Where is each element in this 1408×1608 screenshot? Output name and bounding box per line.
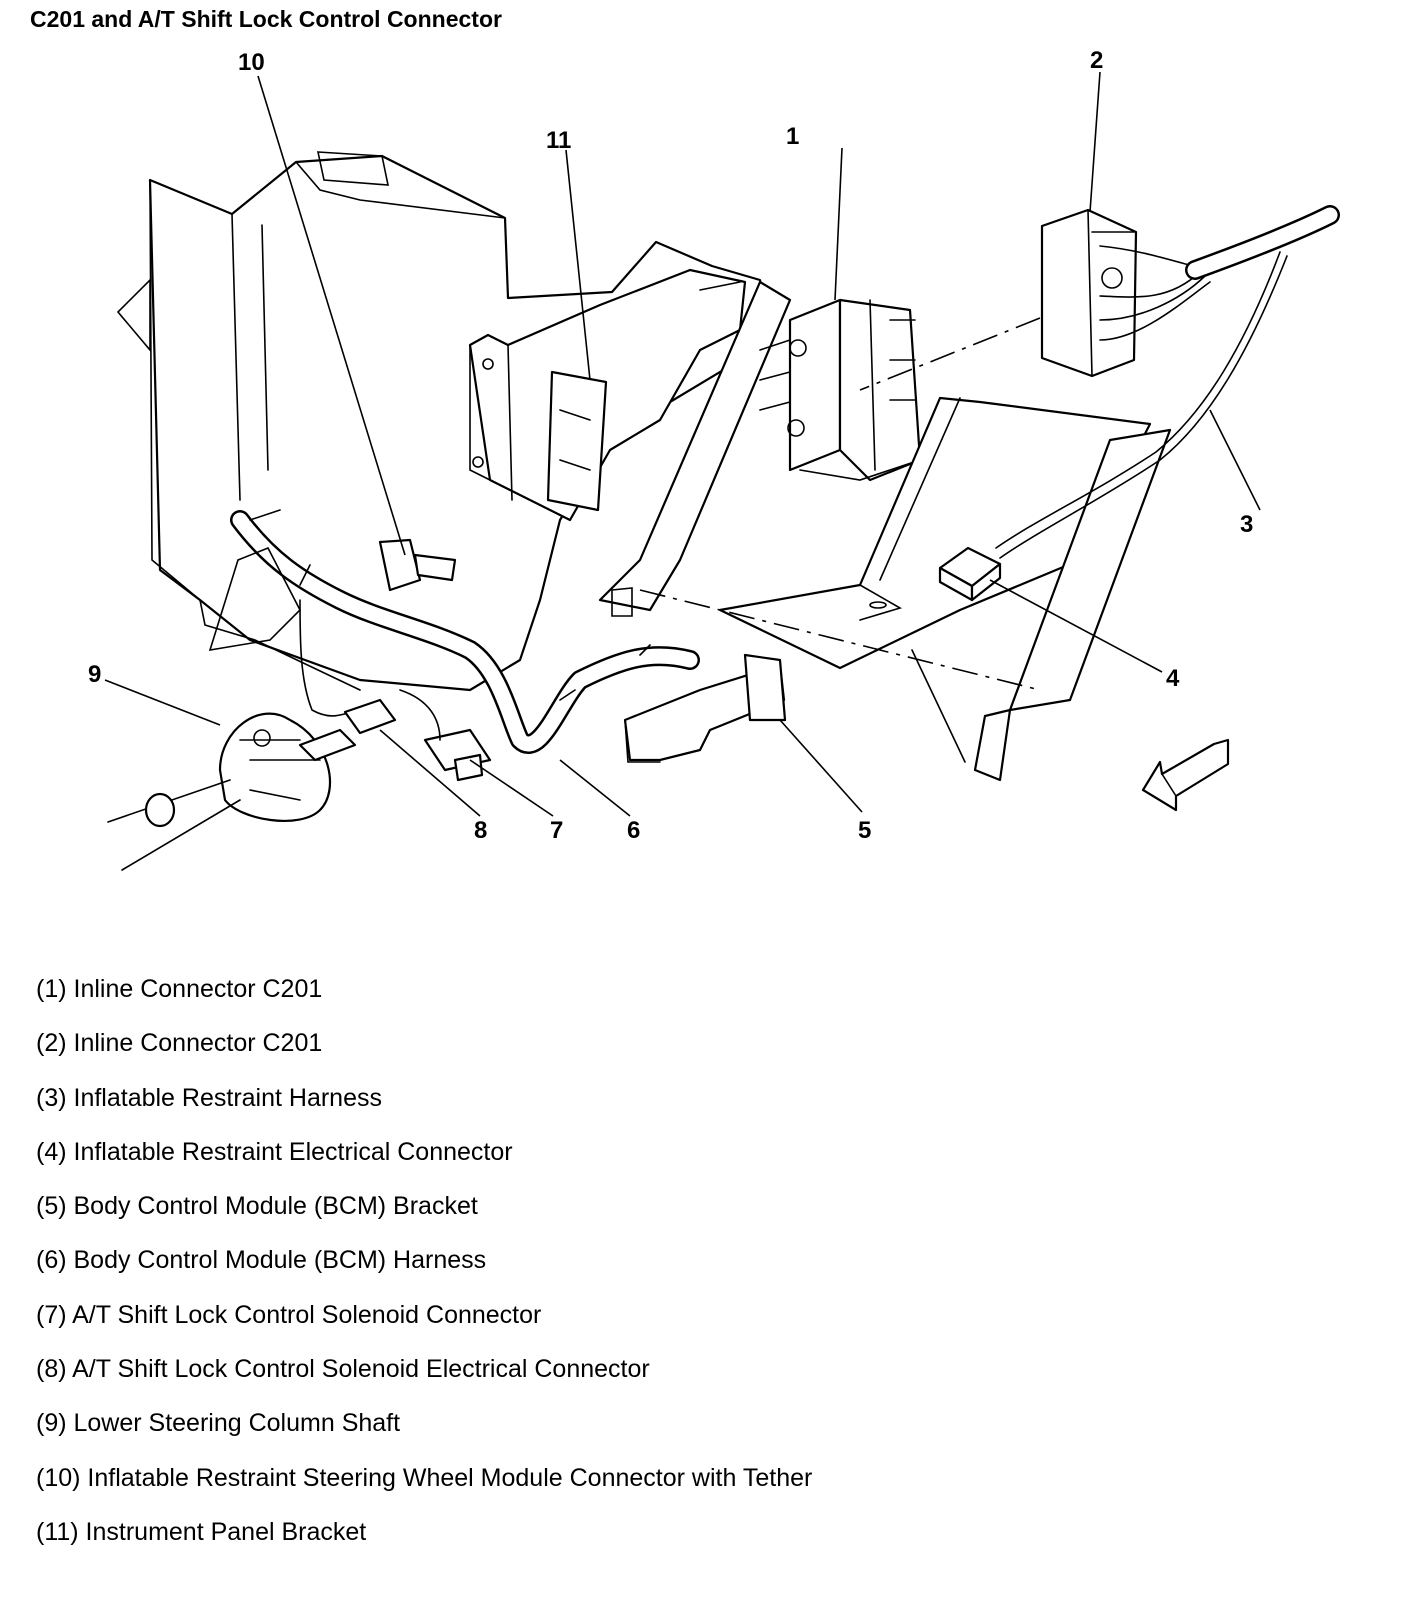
callout-2: 2: [1090, 47, 1103, 74]
center-support-strut: [598, 280, 792, 617]
legend-item: (11) Instrument Panel Bracket: [36, 1517, 367, 1546]
inline-connector-c201-2: [1040, 208, 1211, 378]
callout-9: 9: [88, 661, 101, 688]
front-direction-arrow-icon: [1141, 738, 1230, 812]
leader-lines: [104, 71, 1261, 817]
legend-item: (2) Inline Connector C201: [36, 1029, 323, 1058]
instrument-panel-carrier: [116, 151, 772, 692]
floor-support-bracket: [718, 396, 1172, 782]
legend-item: (9) Lower Steering Column Shaft: [36, 1409, 401, 1438]
legend-item: (5) Body Control Module (BCM) Bracket: [36, 1192, 478, 1221]
shift-lock-connectors: [343, 538, 492, 782]
legend-item: (4) Inflatable Restraint Electrical Conn…: [36, 1137, 513, 1166]
steering-column: [107, 546, 357, 871]
diagram-title: C201 and A/T Shift Lock Control Connecto…: [30, 6, 502, 32]
bcm-harness: [230, 509, 700, 754]
callout-11: 11: [546, 127, 571, 154]
callouts: 1 2 3 4 5 6 7 8 9 10 11: [88, 47, 1253, 844]
inflatable-restraint-harness: [995, 205, 1340, 559]
callout-1: 1: [786, 123, 799, 150]
parts-legend: (1) Inline Connector C201 (2) Inline Con…: [36, 970, 812, 1567]
bcm-bracket: [623, 653, 787, 763]
inline-connector-c201-1: [759, 298, 922, 482]
callout-7: 7: [550, 817, 563, 844]
component-location-diagram: 1 2 3 4 5 6 7 8 9 10 11: [88, 47, 1340, 871]
instrument-panel-bracket: [468, 268, 747, 522]
legend-item: (10) Inflatable Restraint Steering Wheel…: [36, 1463, 813, 1492]
callout-8: 8: [474, 817, 487, 844]
alignment-lines: [639, 317, 1151, 691]
callout-10: 10: [238, 49, 265, 76]
legend-item: (3) Inflatable Restraint Harness: [36, 1083, 382, 1112]
callout-5: 5: [858, 817, 871, 844]
callout-6: 6: [627, 817, 640, 844]
legend-item: (8) A/T Shift Lock Control Solenoid Elec…: [36, 1355, 650, 1384]
callout-4: 4: [1166, 665, 1180, 692]
callout-3: 3: [1240, 511, 1253, 538]
legend-item: (6) Body Control Module (BCM) Harness: [36, 1246, 487, 1275]
legend-item: (7) A/T Shift Lock Control Solenoid Conn…: [36, 1300, 542, 1329]
legend-item: (1) Inline Connector C201: [36, 975, 323, 1003]
inflatable-restraint-connector: [938, 546, 1002, 602]
